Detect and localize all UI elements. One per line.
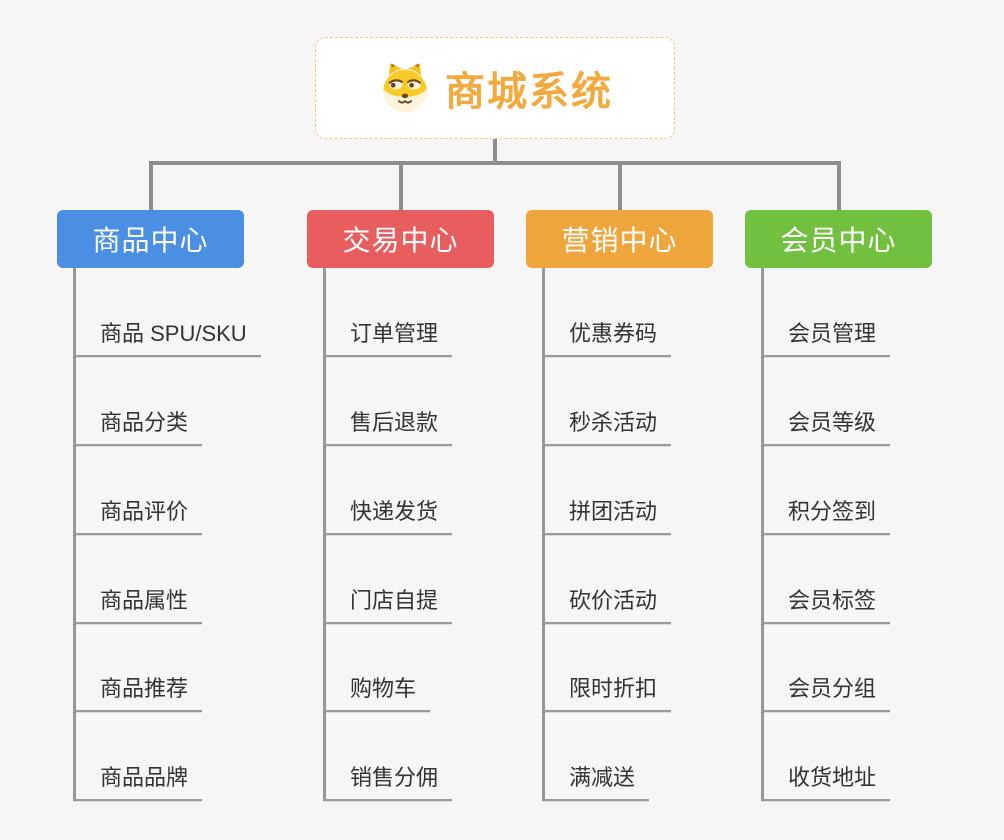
- leaf-node[interactable]: 商品属性: [73, 586, 203, 624]
- branch-node-product[interactable]: 商品中心: [57, 210, 244, 268]
- leaf-node[interactable]: 商品分类: [73, 408, 203, 446]
- connector-drop-trade: [399, 161, 403, 210]
- leaf-node[interactable]: 秒杀活动: [542, 408, 672, 446]
- leaf-node[interactable]: 商品评价: [73, 497, 203, 535]
- branch-node-trade[interactable]: 交易中心: [307, 210, 494, 268]
- connector-root-stem: [493, 139, 497, 163]
- connector-drop-member: [837, 161, 841, 210]
- branch-column-product: 商品中心 商品 SPU/SKU 商品分类 商品评价 商品属性 商品推荐 商品品牌: [57, 210, 303, 803]
- connector-drop-product: [149, 161, 153, 210]
- leaf-node[interactable]: 会员分组: [761, 674, 891, 712]
- root-title: 商城系统: [445, 70, 613, 114]
- leaf-node[interactable]: 快递发货: [323, 497, 453, 535]
- branch-node-marketing[interactable]: 营销中心: [526, 210, 713, 268]
- branch-column-member: 会员中心 会员管理 会员等级 积分签到 会员标签 会员分组 收货地址: [745, 210, 991, 803]
- leaf-node[interactable]: 商品推荐: [73, 674, 203, 712]
- leaf-node[interactable]: 满减送: [542, 763, 650, 801]
- connector-horizontal-bar: [149, 161, 841, 165]
- connector-drop-marketing: [618, 161, 622, 210]
- leaf-node[interactable]: 订单管理: [323, 319, 453, 357]
- leaf-node[interactable]: 销售分佣: [323, 763, 453, 801]
- branch-column-trade: 交易中心 订单管理 售后退款 快递发货 门店自提 购物车 销售分佣: [307, 210, 553, 803]
- leaf-node[interactable]: 砍价活动: [542, 586, 672, 624]
- branch-node-member[interactable]: 会员中心: [745, 210, 932, 268]
- leaf-node[interactable]: 商品品牌: [73, 763, 203, 801]
- leaf-node[interactable]: 售后退款: [323, 408, 453, 446]
- leaf-node[interactable]: 购物车: [323, 674, 431, 712]
- leaf-node[interactable]: 会员管理: [761, 319, 891, 357]
- leaf-node[interactable]: 积分签到: [761, 497, 891, 535]
- shiba-dog-icon: [383, 63, 427, 113]
- root-node[interactable]: 商城系统: [315, 37, 675, 139]
- leaf-node[interactable]: 会员等级: [761, 408, 891, 446]
- branch-column-marketing: 营销中心 优惠券码 秒杀活动 拼团活动 砍价活动 限时折扣 满减送: [526, 210, 772, 803]
- leaf-node[interactable]: 门店自提: [323, 586, 453, 624]
- leaf-node[interactable]: 收货地址: [761, 763, 891, 801]
- leaf-node[interactable]: 优惠券码: [542, 319, 672, 357]
- leaf-node[interactable]: 限时折扣: [542, 674, 672, 712]
- leaf-node[interactable]: 会员标签: [761, 586, 891, 624]
- leaf-node[interactable]: 拼团活动: [542, 497, 672, 535]
- leaf-node[interactable]: 商品 SPU/SKU: [73, 319, 261, 357]
